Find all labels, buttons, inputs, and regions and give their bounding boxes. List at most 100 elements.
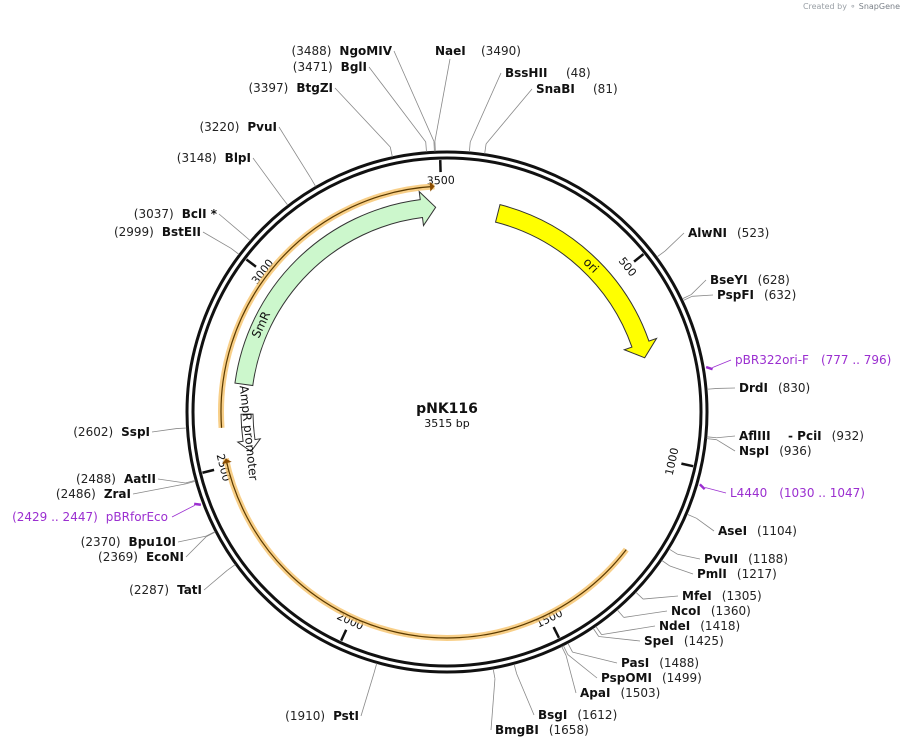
leader-line: [661, 560, 671, 567]
enzyme-position: (2488): [76, 472, 116, 486]
enzyme-site-sspi: SspI (2602): [73, 425, 150, 439]
enzyme-position: (1488): [659, 656, 699, 670]
primer-range: (777 .. 796): [821, 353, 891, 367]
leader-line: [513, 664, 518, 674]
enzyme-position: (3488): [292, 44, 332, 58]
enzyme-name: EcoNI: [146, 550, 184, 564]
credit-prefix: Created by: [802, 2, 847, 11]
enzyme-name: SspI: [121, 425, 150, 439]
enzyme-name: NspI: [739, 444, 769, 458]
primer-pbrforeco: pBRforEco(2429 .. 2447): [12, 502, 202, 524]
leader-line: [682, 295, 693, 301]
enzyme-name: PspOMI: [601, 671, 652, 685]
orf-arc-core: [225, 458, 627, 639]
leader-line: [567, 654, 598, 679]
enzyme-position: (1499): [662, 671, 702, 685]
plasmid-length: 3515 bp: [424, 417, 469, 430]
enzyme-name: MfeI: [682, 589, 712, 603]
leader-line: [368, 66, 427, 143]
enzyme-name: PvuI: [247, 120, 277, 134]
enzyme-site-btgzi: BtgZI(3397): [248, 81, 333, 95]
primer-name: L4440: [730, 486, 767, 500]
leader-line: [469, 72, 502, 143]
primer-name: pBRforEco: [106, 510, 168, 524]
enzyme-site-pasi: PasI (1488): [621, 656, 699, 670]
enzyme-position: (523): [737, 226, 769, 240]
enzyme-site-bsshii: BssHII(48): [505, 66, 591, 80]
enzyme-position: (1305): [722, 589, 762, 603]
leader-line: [252, 157, 283, 198]
enzyme-name: PstI: [333, 709, 359, 723]
primer-leader: [712, 359, 732, 368]
enzyme-position: (632): [764, 288, 796, 302]
leader-line: [185, 536, 207, 558]
leader-line: [203, 570, 228, 591]
enzyme-position: (2370): [81, 535, 121, 549]
enzyme-name: PasI: [621, 656, 649, 670]
leader-line: [643, 595, 679, 600]
enzyme-position: (2486): [56, 487, 96, 501]
enzyme-name: PmlI: [697, 567, 727, 581]
site-labels: NaeI(3490)NgoMIV(3488)BglI(3471)BtgZI(33…: [12, 44, 891, 737]
leader-line: [562, 645, 569, 655]
leader-line: [572, 651, 618, 664]
enzyme-site-apai: ApaI(1503): [580, 686, 660, 700]
enzyme-position: (1418): [700, 619, 740, 633]
leader-line: [393, 50, 435, 142]
enzyme-site-pspomi: PspOMI (1499): [601, 671, 702, 685]
enzyme-name: BssHII: [505, 66, 547, 80]
enzyme-position: (1612): [577, 708, 617, 722]
enzyme-site-bgli: BglI(3471): [293, 60, 367, 74]
leader-line: [202, 231, 232, 249]
leader-line: [492, 668, 496, 679]
plasmid-backbone: [185, 150, 709, 674]
enzyme-position: (81): [593, 82, 618, 96]
enzyme-position: (2999): [114, 225, 154, 239]
leader-line: [434, 58, 451, 142]
leader-line: [668, 548, 678, 555]
orf-arrowhead: [429, 181, 435, 192]
enzyme-name: NgoMIV: [339, 44, 392, 58]
enzyme-name: PspFI: [717, 288, 754, 302]
tick-mark: [681, 462, 694, 468]
leader-line: [677, 553, 701, 560]
leader-line: [389, 146, 393, 157]
leader-line: [516, 673, 535, 716]
enzyme-site-mfei: MfeI (1305): [682, 589, 762, 603]
enzyme-site-snabi: SnaBI(81): [536, 82, 618, 96]
enzyme-position: (2602): [73, 425, 113, 439]
enzyme-site-alwni: AlwNI(523): [688, 226, 769, 240]
enzyme-name: NdeI: [659, 619, 690, 633]
label-leaders: [132, 50, 736, 731]
enzyme-name: AatII: [124, 472, 156, 486]
credit-line: Created by ⚬ SnapGene: [803, 2, 900, 11]
orf-arcs: [218, 181, 629, 641]
enzyme-position: (1360): [711, 604, 751, 618]
enzyme-position: (3148): [177, 151, 217, 165]
leader-line: [157, 478, 186, 484]
enzyme-position: (3471): [293, 60, 333, 74]
enzyme-name: BlpI: [225, 151, 251, 165]
enzyme-site-pmli: PmlI(1217): [697, 567, 777, 581]
leader-line: [567, 643, 573, 653]
leader-line: [425, 141, 427, 152]
leader-line: [565, 655, 577, 694]
leader-line: [601, 625, 656, 636]
leader-line: [360, 672, 375, 717]
enzyme-site-pspfi: PspFI (632): [717, 288, 796, 302]
leader-line: [278, 126, 311, 179]
leader-line: [176, 427, 187, 429]
backbone-inner-strand: [191, 156, 703, 668]
plasmid-name: pNK116: [416, 401, 478, 417]
tick-label: 1000: [663, 446, 682, 476]
enzyme-site-pvui: PvuI (3220): [199, 120, 277, 134]
enzyme-name: AflIII: [739, 429, 771, 443]
orf-arrowhead: [221, 458, 232, 465]
enzyme-position: (3220): [199, 120, 239, 134]
primer-mark: [193, 502, 202, 506]
enzyme-site-nspi: NspI(936): [739, 444, 812, 458]
leader-line: [242, 233, 251, 241]
enzyme-site-aatii: AatII (2488): [76, 472, 156, 486]
enzyme-name: ZraI: [104, 487, 131, 501]
